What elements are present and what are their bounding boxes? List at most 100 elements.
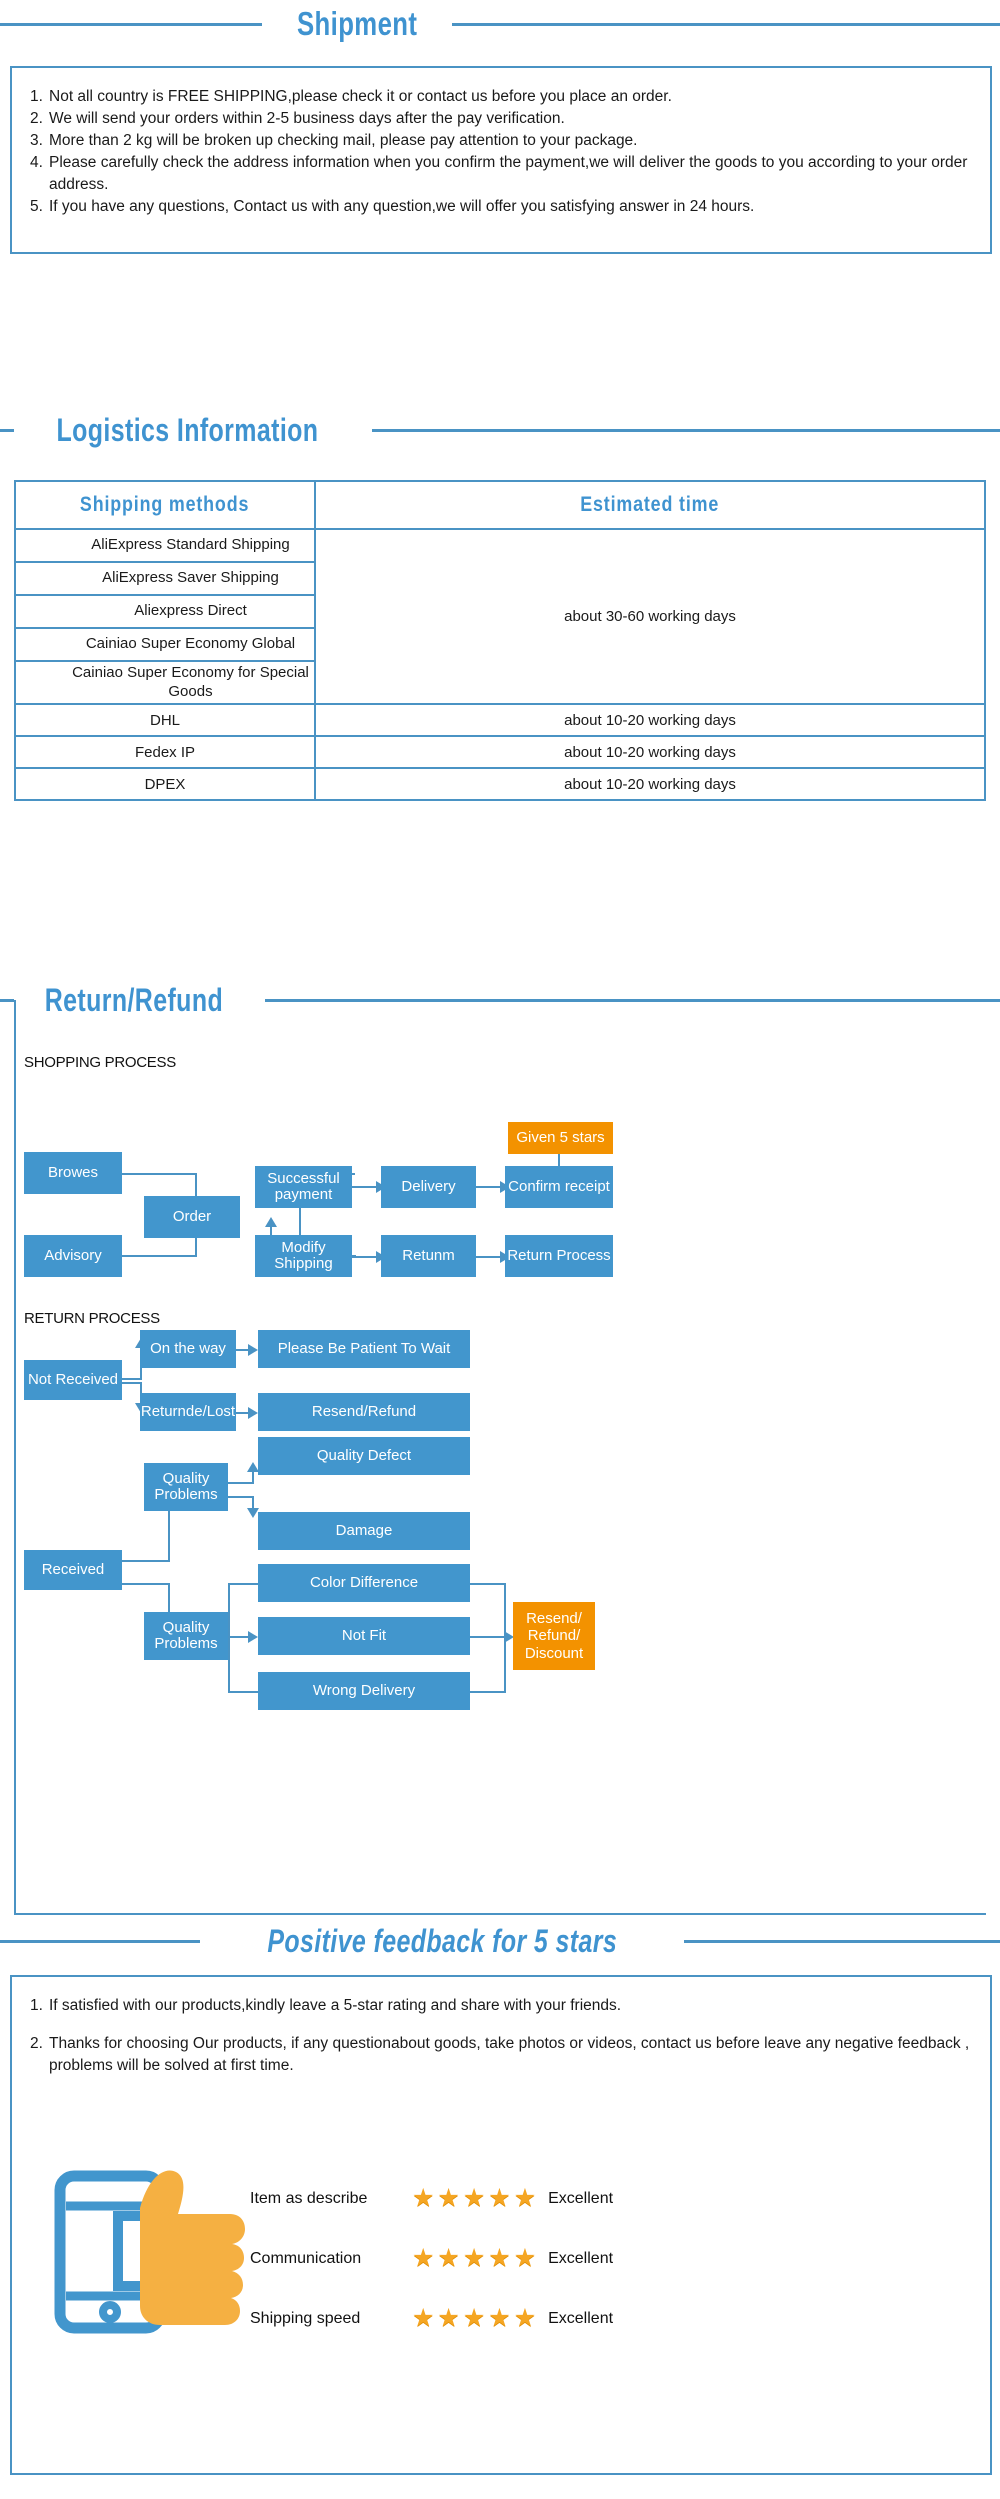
connector-line (236, 1412, 252, 1414)
arrow-up-icon (247, 1462, 259, 1472)
cell-time: about 10-20 working days (314, 767, 986, 801)
node-resend-refund: Resend/Refund (258, 1393, 470, 1431)
node-confirm-receipt: Confirm receipt (505, 1166, 613, 1208)
shopping-process-diagram: SHOPPING PROCESS Given 5 (0, 1020, 1000, 1300)
connector-line (168, 1506, 170, 1562)
cell-time-grouped: about 30-60 working days (314, 528, 986, 705)
list-number: 5. (30, 198, 43, 215)
section-header-logistics: Logistics Information (0, 410, 1000, 450)
arrow-right-icon (248, 1631, 258, 1643)
column-header-methods: Shipping methods (14, 480, 316, 530)
node-quality-problems-top: Quality Problems (144, 1463, 228, 1511)
star-rating: ★★★★★ (412, 2246, 536, 2271)
rule-left (0, 428, 14, 432)
node-retunm: Retunm (381, 1235, 476, 1277)
arrow-right-icon (248, 1407, 258, 1419)
connector-line (476, 1186, 504, 1188)
cell-method: DHL (14, 703, 316, 737)
shopping-process-caption: SHOPPING PROCESS (24, 1054, 176, 1071)
rating-row: Shipping speed ★★★★★ Excellent (250, 2306, 613, 2331)
node-returnde-lost: Returnde/Lost (140, 1393, 236, 1431)
list-number: 1. (30, 1997, 43, 2014)
list-item: 1.If satisfied with our products,kindly … (30, 1995, 972, 2017)
cell-method: Fedex IP (14, 735, 316, 769)
rule-left (0, 998, 14, 1002)
connector-line (252, 1496, 254, 1510)
arrow-right-icon (248, 1344, 258, 1356)
connector-line (122, 1382, 142, 1384)
node-please-be-patient: Please Be Patient To Wait (258, 1330, 470, 1368)
section-title-shipment: Shipment (296, 5, 418, 42)
connector-line (252, 1470, 254, 1484)
connector-line (470, 1583, 506, 1585)
node-browes: Browes (24, 1152, 122, 1194)
table-row: Cainiao Super Economy for Special Goods (14, 660, 985, 705)
list-item: 1.Not all country is FREE SHIPPING,pleas… (30, 86, 972, 108)
table-row: AliExpress Saver Shipping (14, 561, 985, 596)
star-rating: ★★★★★ (412, 2306, 536, 2331)
rule-right (371, 428, 1000, 432)
feedback-notes-list: 1.If satisfied with our products,kindly … (30, 1995, 972, 2077)
node-quality-defect: Quality Defect (258, 1437, 470, 1475)
rating-verdict: Excellent (548, 2189, 614, 2207)
list-text: We will send your orders within 2-5 busi… (49, 110, 565, 127)
cell-method: AliExpress Standard Shipping (14, 528, 316, 563)
section-title-feedback: Positive feedback for 5 stars (267, 1922, 618, 1959)
cell-time: about 10-20 working days (314, 703, 986, 737)
rating-row: Item as describe ★★★★★ Excellent (250, 2186, 613, 2211)
connector-line (470, 1636, 510, 1638)
connector-line (476, 1256, 504, 1258)
list-text: Not all country is FREE SHIPPING,please … (49, 88, 672, 105)
list-item: 2.Thanks for choosing Our products, if a… (30, 2033, 972, 2077)
section-header-shipment: Shipment (0, 5, 1000, 42)
list-text: If you have any questions, Contact us wi… (49, 198, 755, 215)
list-item: 4.Please carefully check the address inf… (30, 152, 972, 196)
star-icon: ★ (412, 2184, 435, 2212)
column-header-methods-text: Shipping methods (80, 493, 250, 516)
section-title-logistics: Logistics Information (56, 411, 319, 448)
cell-method: AliExpress Saver Shipping (14, 561, 316, 596)
rating-label: Communication (250, 2249, 362, 2267)
node-return-process: Return Process (505, 1235, 613, 1277)
star-rating: ★★★★★ (412, 2186, 536, 2211)
connector-line (122, 1560, 170, 1562)
rating-label: Item as describe (250, 2189, 368, 2207)
star-icon: ★ (412, 2304, 435, 2332)
rating-verdict: Excellent (548, 2309, 614, 2327)
star-icon: ★ (513, 2184, 537, 2212)
star-icon: ★ (488, 2244, 511, 2272)
star-icon: ★ (462, 2304, 486, 2332)
node-delivery: Delivery (381, 1166, 476, 1208)
table-row: Cainiao Super Economy Global (14, 627, 985, 662)
column-header-time: Estimated time (314, 480, 986, 530)
node-advisory: Advisory (24, 1235, 122, 1277)
star-icon: ★ (437, 2304, 460, 2332)
rule-left (0, 1939, 200, 1943)
table-row: AliExpress Standard Shipping about 30-60… (14, 528, 986, 705)
table-row: DHL about 10-20 working days (14, 703, 986, 737)
return-process-diagram: RETURN PROCESS Not Received On the way P… (0, 1300, 1000, 1910)
return-process-caption: RETURN PROCESS (24, 1310, 160, 1327)
connector-line (352, 1256, 380, 1258)
star-icon: ★ (462, 2184, 486, 2212)
table-row: Fedex IP about 10-20 working days (14, 735, 986, 769)
rule-right (264, 998, 1000, 1002)
connector-line (470, 1691, 506, 1693)
connector-line (558, 1138, 560, 1173)
list-item: 2.We will send your orders within 2-5 bu… (30, 108, 972, 130)
star-icon: ★ (488, 2304, 511, 2332)
arrow-right-icon (504, 1631, 514, 1643)
node-order: Order (144, 1196, 240, 1238)
star-icon: ★ (437, 2244, 460, 2272)
cell-method: DPEX (14, 767, 316, 801)
section-header-feedback: Positive feedback for 5 stars (0, 1920, 1000, 1962)
section-title-return: Return/Refund (44, 981, 224, 1018)
node-modify-shipping: Modify Shipping (255, 1235, 352, 1277)
table-row: Aliexpress Direct (14, 594, 985, 629)
connector-line (228, 1583, 260, 1585)
node-not-fit: Not Fit (258, 1617, 470, 1655)
star-icon: ★ (488, 2184, 511, 2212)
star-icon: ★ (437, 2184, 460, 2212)
connector-line (122, 1255, 197, 1257)
